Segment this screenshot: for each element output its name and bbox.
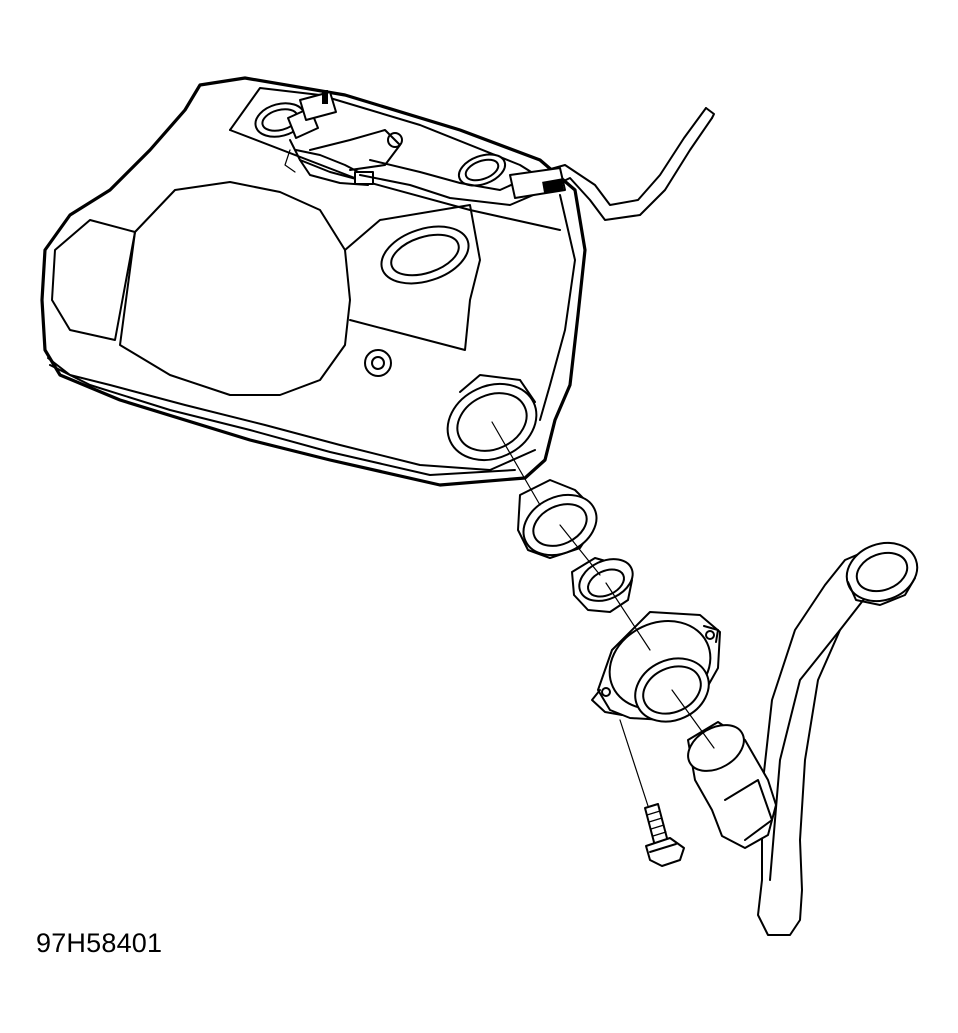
fuel-filler-pipe bbox=[687, 541, 919, 936]
mounting-bolt bbox=[644, 803, 685, 867]
assembly-centerlines bbox=[491, 421, 715, 807]
figure-id-label: 97H58401 bbox=[36, 928, 163, 958]
filler-neck-bracket bbox=[591, 611, 721, 723]
filler-neck-grommet bbox=[517, 479, 598, 559]
filler-neck-seal bbox=[571, 557, 634, 613]
fuel-tank bbox=[40, 76, 587, 487]
fuel-pump-module-connector bbox=[284, 90, 403, 186]
tank-vent-line bbox=[359, 107, 715, 221]
